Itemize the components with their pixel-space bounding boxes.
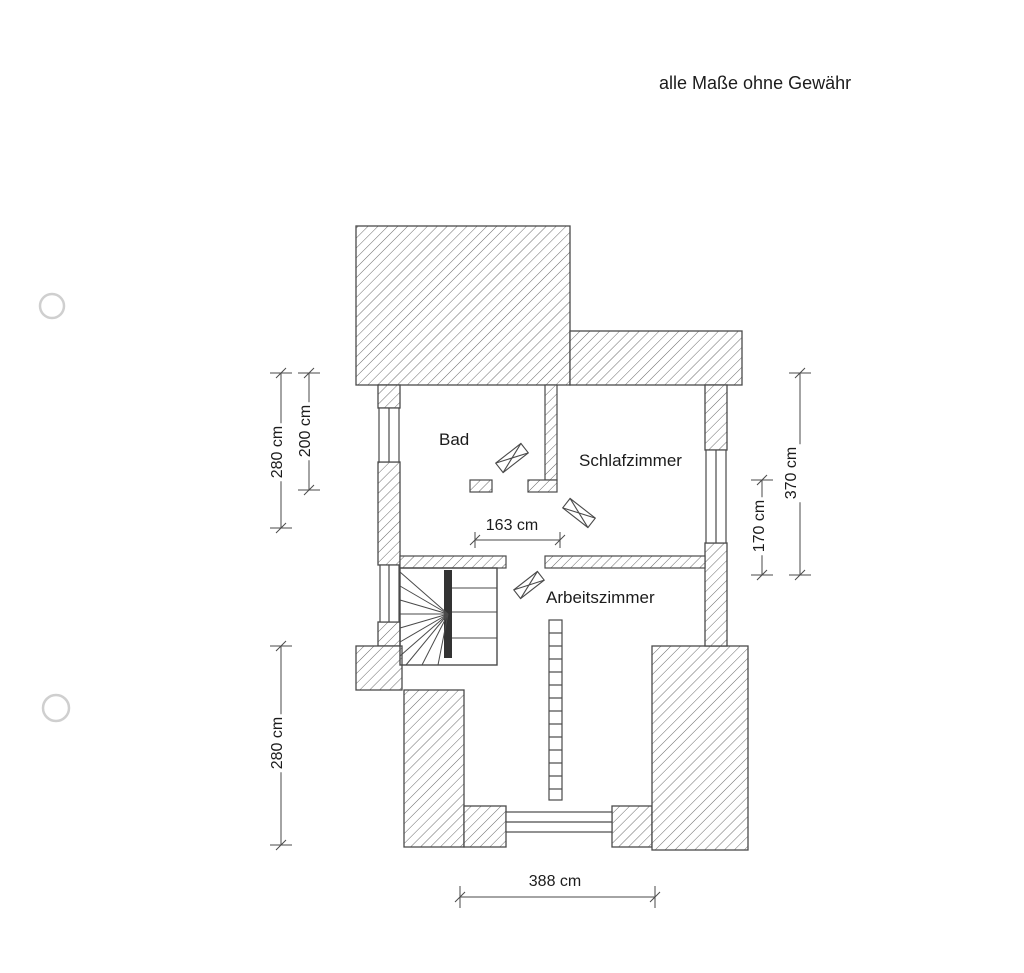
- staircase: [399, 567, 498, 666]
- hole-punch-bottom-icon: [41, 693, 71, 723]
- window-right: [705, 449, 727, 544]
- room-label-schlafzimmer: Schlafzimmer: [577, 451, 684, 471]
- hole-punch-top-icon: [38, 292, 66, 320]
- wall-bad-bottom-a: [469, 479, 493, 493]
- wall-left-mid: [377, 461, 401, 566]
- wall-left-step: [355, 645, 403, 691]
- chimney-ladder: [548, 619, 563, 801]
- dimension-right-outer: 370 cm: [783, 443, 801, 503]
- dimension-right-inner: 170 cm: [751, 496, 769, 556]
- dimline-bottom: [454, 886, 661, 908]
- room-label-arbeitszimmer: Arbeitszimmer: [544, 588, 657, 608]
- wall-hall-b: [544, 555, 706, 569]
- window-bottom: [505, 811, 613, 833]
- wall-hall-a: [399, 555, 507, 569]
- wall-bottom-right: [611, 805, 653, 848]
- dimension-left-upper: 280 cm: [269, 422, 287, 482]
- wall-lower-left: [403, 689, 465, 848]
- wall-bottom-left: [463, 805, 507, 848]
- windows: [378, 407, 727, 833]
- dimension-left-inner: 200 cm: [297, 401, 315, 461]
- wall-top-block: [355, 225, 571, 386]
- window-left-upper: [378, 407, 400, 463]
- dimension-left-lower: 280 cm: [269, 713, 287, 773]
- wall-bad-schlafzimmer: [544, 384, 558, 481]
- room-label-bad: Bad: [437, 430, 472, 450]
- door-leaves: [494, 442, 597, 600]
- door-schlafzimmer: [561, 497, 597, 529]
- dimline-hall: [469, 532, 566, 548]
- door-bad: [494, 442, 530, 474]
- door-arbeitszimmer: [513, 570, 545, 600]
- dimension-hall-width: 163 cm: [482, 517, 542, 535]
- wall-left-lower: [377, 621, 401, 647]
- wall-left-upper: [377, 384, 401, 409]
- exterior-walls: [355, 225, 749, 851]
- interior-walls: [399, 384, 706, 569]
- dimension-bottom: 388 cm: [525, 873, 585, 891]
- disclaimer-note: alle Maße ohne Gewähr: [659, 73, 852, 93]
- wall-right-lower: [704, 542, 728, 647]
- wall-top-band: [569, 330, 743, 386]
- wall-lower-right-block: [651, 645, 749, 851]
- window-left-lower: [379, 564, 400, 623]
- wall-right-upper: [704, 384, 728, 451]
- wall-bad-bottom-b: [527, 479, 558, 493]
